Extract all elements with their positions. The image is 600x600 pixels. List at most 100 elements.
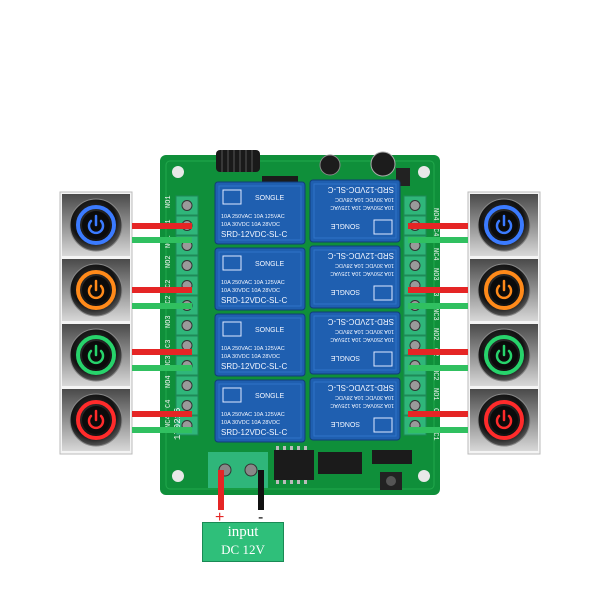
relay-rating: 10A 30VDC 10A 28VDC bbox=[221, 222, 280, 228]
relay-rating: 10A 250VAC 10A 125VAC bbox=[330, 204, 394, 210]
terminal-label: NO4 bbox=[165, 375, 173, 388]
relay-rating: 10A 30VDC 10A 28VDC bbox=[221, 288, 280, 294]
relay-rating: 10A 250VAC 10A 125VAC bbox=[221, 280, 285, 286]
power-wire-black bbox=[258, 470, 264, 510]
relay: SONGLE 10A 250VAC 10A 125VAC 10A 30VDC 10A… bbox=[309, 377, 401, 441]
relay-model: SRD-12VDC-SL-C bbox=[221, 428, 287, 437]
mounting-hole bbox=[172, 470, 184, 482]
terminal-label: C4 bbox=[165, 400, 173, 408]
terminal-label: NO2 bbox=[431, 328, 439, 341]
minus-sign: - bbox=[258, 509, 263, 526]
indicator-lamp bbox=[62, 389, 130, 451]
wire-green bbox=[132, 365, 192, 371]
relay-rating: 10A 250VAC 10A 125VAC bbox=[221, 214, 285, 220]
terminal-label: NC2 bbox=[165, 295, 173, 308]
indicator-lamp bbox=[470, 194, 538, 256]
indicator-lamp bbox=[470, 389, 538, 451]
power-icon bbox=[495, 279, 513, 300]
relay-brand: SONGLE bbox=[255, 261, 285, 268]
wire-green bbox=[408, 303, 468, 309]
decoder-chip bbox=[274, 450, 314, 480]
mounting-hole bbox=[172, 166, 184, 178]
terminal-label: C3 bbox=[165, 340, 173, 348]
antenna-coil bbox=[216, 150, 260, 172]
input-label-line1: input bbox=[227, 524, 259, 540]
ce-mark bbox=[373, 285, 393, 301]
relay-brand: SONGLE bbox=[255, 327, 285, 334]
wire-green bbox=[408, 365, 468, 371]
relay-brand: SONGLE bbox=[330, 354, 360, 361]
mounting-hole bbox=[418, 470, 430, 482]
wire-green bbox=[132, 303, 192, 309]
wire-red bbox=[408, 287, 468, 293]
power-input-label: input DC 12V bbox=[202, 522, 284, 562]
terminal-label: NO1 bbox=[431, 388, 439, 401]
input-label-line2: DC 12V bbox=[221, 542, 265, 557]
terminal-label: NO1 bbox=[165, 195, 173, 208]
wire-red bbox=[132, 223, 192, 229]
terminal-label: NO3 bbox=[431, 268, 439, 281]
lamp-panel-left bbox=[59, 191, 133, 455]
terminal-label: NO4 bbox=[431, 208, 439, 221]
relay-rating: 10A 30VDC 10A 28VDC bbox=[335, 262, 394, 268]
relay-rating: 10A 250VAC 10A 125VAC bbox=[221, 412, 285, 418]
indicator-lamp bbox=[62, 259, 130, 321]
terminal-label: C2 bbox=[165, 280, 173, 288]
relay-model: SRD-12VDC-SL-C bbox=[328, 383, 394, 392]
relay-model: SRD-12VDC-SL-C bbox=[221, 296, 287, 305]
wire-green bbox=[408, 427, 468, 433]
relay-brand: SONGLE bbox=[255, 195, 285, 202]
relay-rating: 10A 30VDC 10A 28VDC bbox=[335, 196, 394, 202]
terminal-label: NO2 bbox=[165, 255, 173, 268]
relay-model: SRD-12VDC-SL-C bbox=[221, 230, 287, 239]
terminal-label: NO3 bbox=[165, 315, 173, 328]
terminal-label: C4 bbox=[431, 228, 439, 236]
ce-mark bbox=[222, 321, 242, 337]
wire-red bbox=[408, 349, 468, 355]
power-icon bbox=[495, 409, 513, 430]
indicator-lamp bbox=[470, 324, 538, 386]
relay-rating: 10A 30VDC 10A 28VDC bbox=[221, 354, 280, 360]
wire-red bbox=[408, 223, 468, 229]
ce-mark bbox=[373, 219, 393, 235]
power-wire-red bbox=[218, 470, 224, 510]
power-icon bbox=[87, 344, 105, 365]
ce-mark bbox=[373, 351, 393, 367]
relay-rating: 10A 30VDC 10A 28VDC bbox=[335, 394, 394, 400]
relay-grid: SONGLE 10A 250VAC 10A 125VAC 10A 30VDC 10A… bbox=[214, 179, 401, 443]
relay-rating: 10A 30VDC 10A 28VDC bbox=[221, 420, 280, 426]
wire-green bbox=[132, 237, 192, 243]
relay-rating: 10A 30VDC 10A 28VDC bbox=[335, 328, 394, 334]
indicator-lamp bbox=[470, 259, 538, 321]
ce-mark bbox=[222, 387, 242, 403]
relay: SONGLE 10A 250VAC 10A 125VAC 10A 30VDC 10A… bbox=[214, 181, 306, 245]
relay-model: SRD-12VDC-SL-C bbox=[328, 317, 394, 326]
relay-rating: 10A 250VAC 10A 125VAC bbox=[330, 336, 394, 342]
wire-green bbox=[132, 427, 192, 433]
relay-model: SRD-12VDC-SL-C bbox=[221, 362, 287, 371]
relay: SONGLE 10A 250VAC 10A 125VAC 10A 30VDC 10A… bbox=[309, 311, 401, 375]
power-icon bbox=[87, 279, 105, 300]
wire-group bbox=[132, 223, 468, 433]
indicator-lamp bbox=[62, 324, 130, 386]
indicator-lamp bbox=[62, 194, 130, 256]
ce-mark bbox=[222, 255, 242, 271]
wire-red bbox=[132, 349, 192, 355]
capacitor bbox=[370, 151, 396, 177]
lamp-panel-right bbox=[467, 191, 541, 455]
terminal-label: NC3 bbox=[431, 308, 439, 321]
relay-model: SRD-12VDC-SL-C bbox=[328, 185, 394, 194]
power-icon bbox=[495, 344, 513, 365]
relay-brand: SONGLE bbox=[330, 420, 360, 427]
wire-red bbox=[132, 411, 192, 417]
wire-green bbox=[408, 237, 468, 243]
relay-model: SRD-12VDC-SL-C bbox=[328, 251, 394, 260]
ce-mark bbox=[373, 417, 393, 433]
terminal-label: NC4 bbox=[431, 248, 439, 261]
terminal-label: NC2 bbox=[431, 368, 439, 381]
relay-rating: 10A 250VAC 10A 125VAC bbox=[330, 402, 394, 408]
